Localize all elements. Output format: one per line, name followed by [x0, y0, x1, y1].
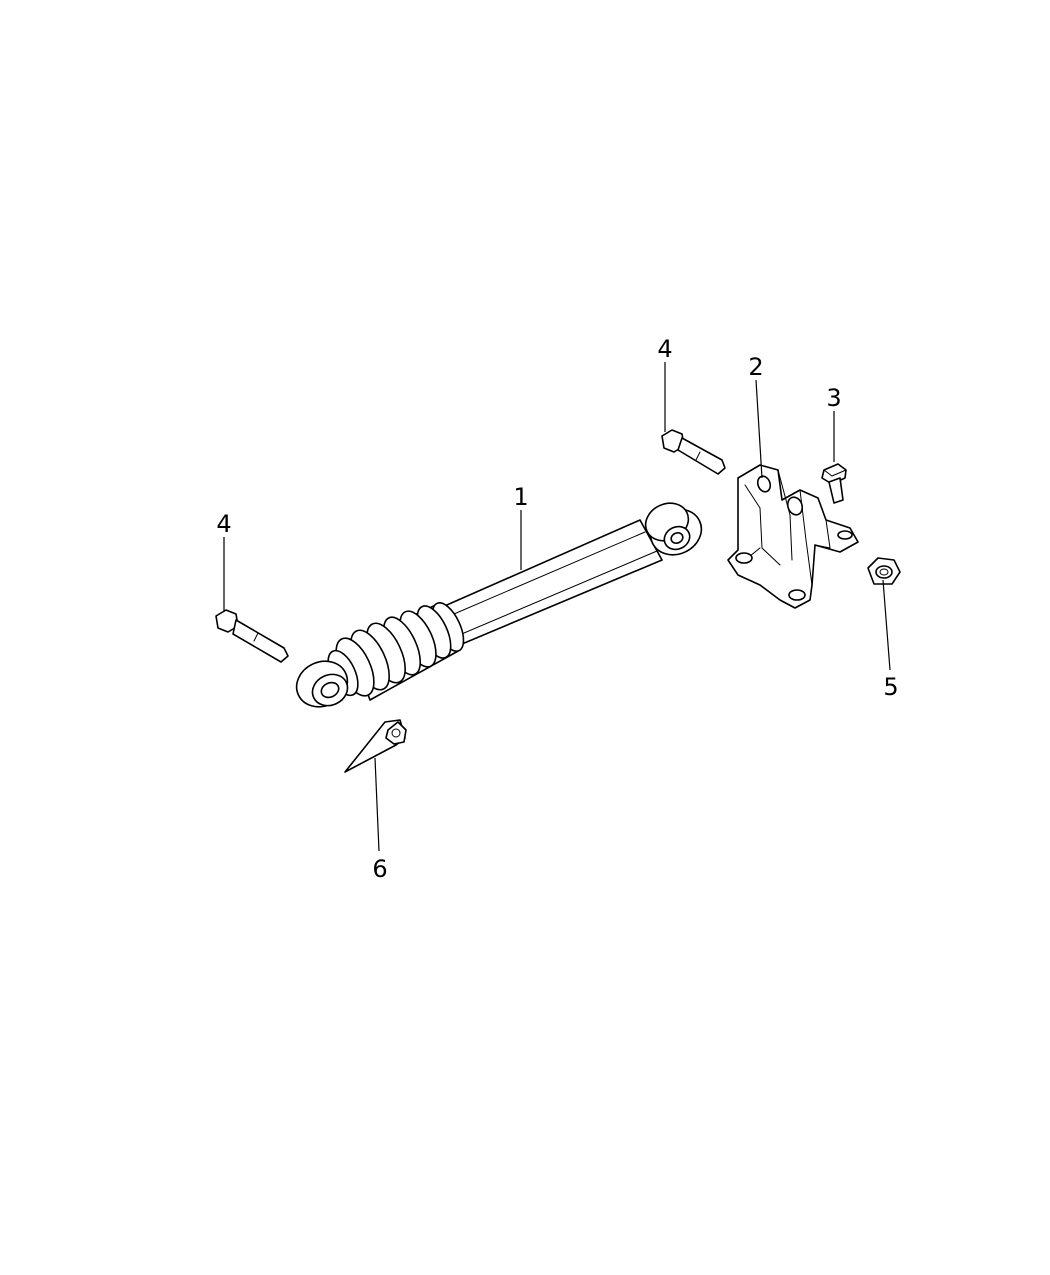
callout-labels: 1 2 3 4 4 5 6: [216, 335, 898, 883]
shock-bolt-upper: [661, 429, 726, 475]
shock-bolt-lower: [215, 609, 289, 663]
nut-retainer: [344, 719, 407, 773]
shock-absorber: [295, 502, 703, 708]
callout-5: 5: [883, 673, 898, 701]
callout-6: 6: [372, 855, 387, 883]
leader-5: [882, 579, 891, 671]
flange-nut: [867, 557, 901, 585]
leader-6: [374, 757, 380, 852]
bracket-bolt: [821, 463, 847, 504]
callout-2: 2: [748, 353, 763, 381]
leader-lines: [223, 362, 891, 852]
mount-bracket: [727, 464, 859, 609]
callout-1: 1: [513, 483, 528, 511]
leader-2: [755, 379, 763, 479]
callout-4-upper: 4: [657, 335, 672, 363]
callout-4-lower: 4: [216, 510, 231, 538]
callout-3: 3: [826, 384, 841, 412]
